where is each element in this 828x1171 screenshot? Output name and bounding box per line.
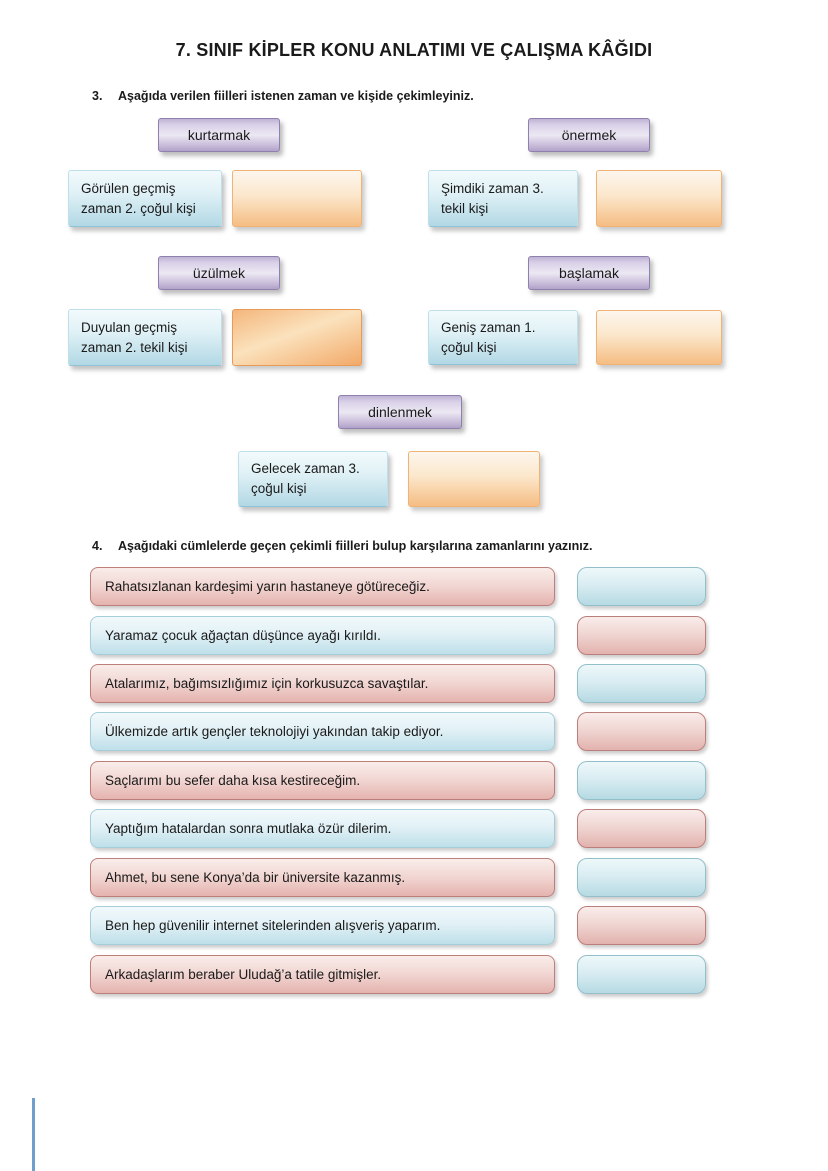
- q4-answer-field-5[interactable]: [577, 761, 706, 800]
- sentence-box-7: Ahmet, bu sene Konya’da bir üniversite k…: [90, 858, 555, 897]
- q3-answer-field-2[interactable]: [596, 170, 722, 227]
- sentence-box-4: Ülkemizde artık gençler teknolojiyi yakı…: [90, 712, 555, 751]
- verb-box-uzulmek: üzülmek: [158, 256, 280, 290]
- q3-prompt: 3. Aşağıda verilen fiilleri istenen zaman…: [92, 89, 474, 103]
- sentence-text: Saçlarımı bu sefer daha kısa kestireceği…: [105, 773, 361, 788]
- tense-text: Şimdiki zaman 3. tekil kişi: [441, 180, 544, 216]
- sentence-box-2: Yaramaz çocuk ağaçtan düşünce ayağı kırı…: [90, 616, 555, 655]
- sentence-text: Ahmet, bu sene Konya’da bir üniversite k…: [105, 870, 406, 885]
- verb-label: başlamak: [559, 265, 619, 281]
- sentence-box-9: Arkadaşlarım beraber Uludağ’a tatile git…: [90, 955, 555, 994]
- q4-prompt: 4. Aşağıdaki cümlelerde geçen çekimli fii…: [92, 539, 593, 553]
- tense-text: Geniş zaman 1. çoğul kişi: [441, 319, 536, 355]
- tense-label-4: Geniş zaman 1. çoğul kişi: [428, 310, 578, 365]
- tense-label-1: Görülen geçmiş zaman 2. çoğul kişi: [68, 170, 222, 227]
- verb-box-baslamak: başlamak: [528, 256, 650, 290]
- q4-answer-field-6[interactable]: [577, 809, 706, 848]
- sentence-text: Arkadaşlarım beraber Uludağ’a tatile git…: [105, 967, 382, 982]
- sentence-text: Ülkemizde artık gençler teknolojiyi yakı…: [105, 724, 444, 739]
- q4-number: 4.: [92, 539, 103, 553]
- q4-answer-field-9[interactable]: [577, 955, 706, 994]
- q3-answer-field-3[interactable]: [232, 309, 362, 366]
- sentence-text: Atalarımız, bağımsızlığımız için korkusu…: [105, 676, 429, 691]
- verb-label: önermek: [561, 127, 617, 143]
- verb-label: üzülmek: [192, 265, 246, 281]
- page-title: 7. SINIF KİPLER KONU ANLATIMI VE ÇALIŞMA…: [175, 40, 653, 60]
- verb-box-kurtarmak: kurtarmak: [158, 118, 280, 152]
- page-edge-line: [32, 1098, 35, 1171]
- q4-answer-field-7[interactable]: [577, 858, 706, 897]
- tense-text: Gelecek zaman 3. çoğul kişi: [251, 461, 360, 496]
- q4-answer-field-4[interactable]: [577, 712, 706, 751]
- sentence-box-5: Saçlarımı bu sefer daha kısa kestireceği…: [90, 761, 555, 800]
- tense-text: Görülen geçmiş zaman 2. çoğul kişi: [81, 180, 196, 216]
- sentence-box-3: Atalarımız, bağımsızlığımız için korkusu…: [90, 664, 555, 703]
- tense-label-2: Şimdiki zaman 3. tekil kişi: [428, 170, 578, 227]
- sentence-box-8: Ben hep güvenilir internet sitelerinden …: [90, 906, 555, 945]
- verb-box-onermek: önermek: [528, 118, 650, 152]
- q3-answer-field-1[interactable]: [232, 170, 362, 227]
- sentence-box-1: Rahatsızlanan kardeşimi yarın hastaneye …: [90, 567, 555, 606]
- q3-answer-field-4[interactable]: [596, 310, 722, 365]
- verb-box-dinlenmek: dinlenmek: [338, 395, 462, 429]
- q4-answer-field-3[interactable]: [577, 664, 706, 703]
- q3-answer-field-5[interactable]: [408, 451, 540, 507]
- verb-label: dinlenmek: [368, 404, 432, 420]
- q4-prompt-text: Aşağıdaki cümlelerde geçen çekimli fiill…: [118, 539, 593, 553]
- verb-label: kurtarmak: [187, 127, 251, 143]
- sentence-text: Ben hep güvenilir internet sitelerinden …: [105, 918, 441, 933]
- q4-answer-field-1[interactable]: [577, 567, 706, 606]
- q4-answer-field-2[interactable]: [577, 616, 706, 655]
- sentence-text: Rahatsızlanan kardeşimi yarın hastaneye …: [105, 579, 430, 594]
- sentence-text: Yaptığım hatalardan sonra mutlaka özür d…: [105, 821, 392, 836]
- tense-text: Duyulan geçmiş zaman 2. tekil kişi: [81, 319, 188, 355]
- sentence-text: Yaramaz çocuk ağaçtan düşünce ayağı kırı…: [105, 628, 381, 643]
- q3-prompt-text: Aşağıda verilen fiilleri istenen zaman v…: [118, 89, 474, 103]
- tense-label-5: Gelecek zaman 3. çoğul kişi: [238, 451, 388, 507]
- sentence-box-6: Yaptığım hatalardan sonra mutlaka özür d…: [90, 809, 555, 848]
- tense-label-3: Duyulan geçmiş zaman 2. tekil kişi: [68, 309, 222, 366]
- q4-answer-field-8[interactable]: [577, 906, 706, 945]
- q3-number: 3.: [92, 89, 103, 103]
